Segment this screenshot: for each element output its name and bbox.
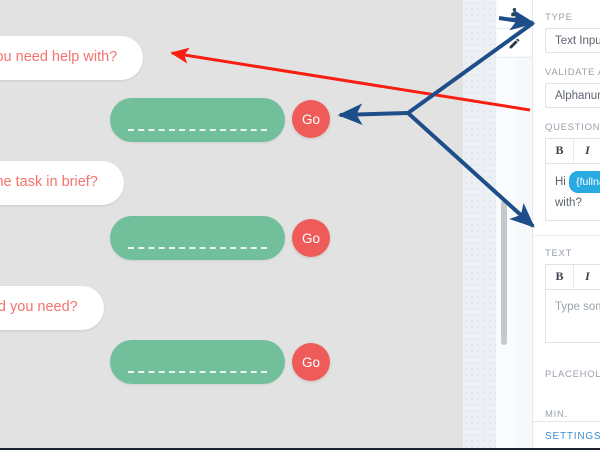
answer-input-underline — [128, 247, 267, 249]
type-select[interactable]: Text Input — [545, 28, 600, 53]
question-title-toolbar: B I U — [545, 138, 600, 163]
question-title-suffix: with? — [555, 197, 582, 209]
element-icon-rail — [497, 0, 533, 58]
italic-button[interactable]: I — [574, 139, 600, 162]
question-title-prefix: Hi — [555, 176, 566, 188]
bold-button[interactable]: B — [546, 265, 574, 288]
placeholder-label: Placeholder — [545, 369, 600, 380]
dotted-gutter — [463, 0, 496, 450]
editor-column: Type Text Input Validate As Alphanumeric… — [463, 0, 600, 450]
validate-as-select[interactable]: Alphanumeric — [545, 83, 600, 108]
answer-input-pill[interactable] — [110, 216, 285, 260]
stamp-icon — [508, 7, 521, 21]
text-toolbar: B I U — [545, 264, 600, 289]
go-button[interactable]: Go — [292, 219, 330, 257]
fullname-token[interactable]: {fullname} — [569, 171, 600, 193]
go-button[interactable]: Go — [292, 100, 330, 138]
question-title-editor[interactable]: Hi {fullname} with? — [545, 163, 600, 221]
panel-scrollbar-thumb[interactable] — [501, 200, 507, 345]
min-characters-label-line1: Min. — [545, 409, 568, 420]
go-button[interactable]: Go — [292, 343, 330, 381]
answer-input-pill[interactable] — [110, 98, 285, 142]
tab-settings[interactable]: Settings — [545, 430, 600, 442]
question-bubble: ...ain the task in brief? — [0, 161, 124, 206]
validate-as-label: Validate As — [545, 67, 600, 78]
question-title-label: Question Ti — [545, 122, 600, 133]
pencil-icon — [508, 37, 521, 50]
type-label: Type — [545, 12, 573, 23]
answer-input-pill[interactable] — [110, 340, 285, 384]
chat-scroll-area[interactable]: ...do you need help with? Go ...ain the … — [0, 0, 463, 450]
answer-input-underline — [128, 371, 267, 373]
text-editor[interactable]: Type som — [545, 289, 600, 343]
question-bubble: ...would you need? — [0, 286, 104, 331]
properties-panel[interactable]: Type Text Input Validate As Alphanumeric… — [532, 0, 600, 450]
text-label: Text — [545, 248, 573, 259]
settings-tab-bar: Settings — [533, 421, 600, 450]
section-divider — [533, 235, 600, 236]
answer-input-underline — [128, 129, 267, 131]
chat-preview-canvas: ...do you need help with? Go ...ain the … — [0, 0, 463, 450]
italic-button[interactable]: I — [574, 265, 600, 288]
stamp-icon-button[interactable] — [497, 0, 532, 29]
bold-button[interactable]: B — [546, 139, 574, 162]
pencil-icon-button[interactable] — [497, 29, 532, 58]
question-bubble: ...do you need help with? — [0, 36, 144, 81]
window-bottom-rule — [0, 448, 600, 450]
